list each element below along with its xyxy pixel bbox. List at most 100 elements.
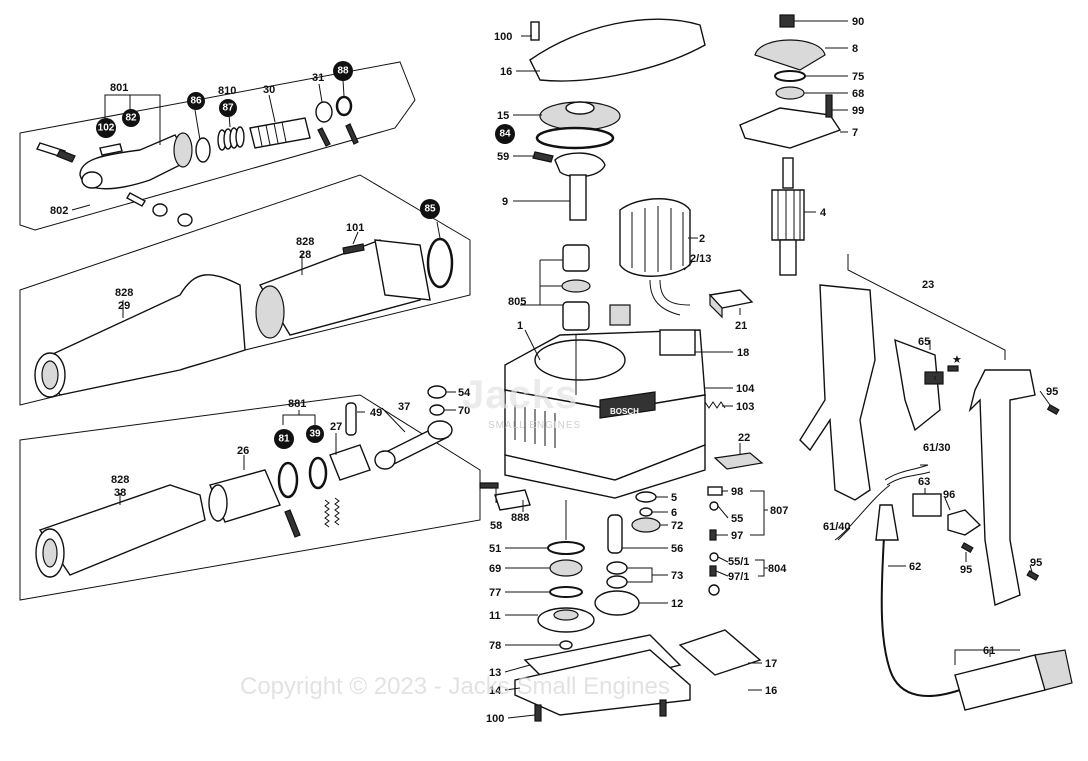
pin-49: [345, 402, 357, 436]
pin-31a: [317, 127, 331, 147]
badge-39: [306, 425, 324, 443]
label-31: 31: [312, 72, 324, 84]
bracket-888: [494, 489, 531, 511]
bearing-68: [775, 86, 805, 100]
bearing-73b: [606, 575, 628, 589]
part-96: [947, 509, 982, 536]
ring-31: [315, 101, 333, 123]
washer-54: [427, 385, 447, 399]
assembly-frame-801: [19, 61, 416, 231]
wire-6140: [834, 484, 891, 541]
label-38: 38: [114, 487, 126, 499]
label-23: 23: [922, 279, 934, 291]
center-housing-group: BOSCH: [479, 18, 764, 722]
o-ring-39: [308, 456, 328, 490]
plug-61: [954, 654, 1046, 711]
spring-810: [217, 126, 245, 151]
label-30: 30: [263, 84, 275, 96]
label-26: 26: [237, 445, 249, 457]
label-75: 75: [852, 71, 864, 83]
label-5: 5: [671, 492, 677, 504]
handle-tube-group: [19, 174, 471, 406]
pin-88a: [345, 123, 359, 145]
label-11: 11: [489, 610, 501, 622]
stator-leads: [649, 279, 691, 316]
rod-big-eye: [427, 420, 453, 440]
label-881: 881: [288, 398, 306, 410]
badge-87: [219, 99, 237, 117]
label-4: 4: [820, 207, 827, 219]
o-ring-81: [277, 461, 299, 499]
assembly-frame-38: [19, 394, 481, 601]
washer-551: [709, 552, 719, 562]
label-7: 7: [852, 127, 858, 139]
label-12: 12: [671, 598, 683, 610]
label-888: 888: [511, 512, 529, 524]
watermark-logo: Jacks: [462, 373, 578, 417]
label-95-c: 95: [960, 564, 972, 576]
label-55-1: 55/1: [728, 556, 749, 568]
label-95-a: 95: [1046, 386, 1058, 398]
label-68: 68: [852, 88, 864, 100]
cable-62: [880, 519, 961, 697]
label-96: 96: [943, 489, 955, 501]
piston-27: [329, 444, 371, 481]
o-ring-88: [335, 95, 353, 117]
cylinder-end-plate: [374, 239, 431, 301]
lower-tube-group: [19, 385, 481, 601]
part-labels: 801 810 30 31 802 828 28 101 828 29 881 …: [50, 16, 1058, 725]
label-97: 97: [731, 530, 743, 542]
label-99: 99: [852, 105, 864, 117]
holder-bore: [81, 171, 103, 189]
washer-51: [547, 541, 585, 555]
bearing-69: [549, 559, 583, 577]
o-ring-85: [426, 237, 454, 289]
screw-971: [709, 565, 717, 577]
label-61-30: 61/30: [923, 442, 951, 454]
label-14: 14: [489, 685, 502, 697]
screw-100-bottom: [534, 704, 542, 722]
shaft-56: [607, 514, 623, 554]
label-1: 1: [517, 320, 523, 332]
label-828-c: 828: [111, 474, 129, 486]
plug-61-head: [1034, 649, 1073, 691]
label-61-40: 61/40: [823, 521, 851, 533]
screw-star: [947, 365, 959, 372]
circlip-77: [549, 586, 583, 598]
label-29: 29: [118, 300, 130, 312]
brush-holder-18: [659, 329, 696, 356]
eccentric-9-head: [554, 152, 606, 178]
label-2: 2: [699, 233, 705, 245]
badge-85: [420, 199, 440, 219]
badge-39-text: 39: [309, 429, 321, 440]
label-802: 802: [50, 205, 68, 217]
label-37: 37: [398, 401, 410, 413]
label-104: 104: [736, 383, 755, 395]
badge-86-text: 86: [190, 96, 202, 107]
label-49: 49: [370, 407, 382, 419]
o-ring-84: [535, 126, 615, 150]
label-22: 22: [738, 432, 750, 444]
housing-1-base: [504, 443, 706, 499]
watermarks: Jacks SMALL ENGINES Copyright © 2023 - J…: [240, 373, 670, 700]
cylinder-flange: [255, 285, 285, 339]
screw-95a: [1046, 404, 1060, 416]
brand-plate: [599, 391, 656, 419]
label-27: 27: [330, 421, 342, 433]
washer-5: [635, 491, 657, 503]
label-78: 78: [489, 640, 501, 652]
block-63: [912, 493, 942, 517]
label-16-bottom: 16: [765, 685, 777, 697]
watermark-logo-sub: SMALL ENGINES: [488, 420, 581, 431]
switch-65: [894, 338, 941, 432]
label-100-bottom: 100: [486, 713, 504, 725]
badge-86: [187, 92, 205, 110]
label-97-1: 97/1: [728, 571, 749, 583]
cap-802: [177, 213, 193, 227]
bushing-26-end: [208, 484, 228, 522]
screw-95c: [960, 542, 974, 554]
screw-59: [532, 151, 554, 163]
washer-6: [639, 507, 653, 517]
watermark-copyright: Copyright © 2023 - Jacks Small Engines: [240, 673, 670, 700]
